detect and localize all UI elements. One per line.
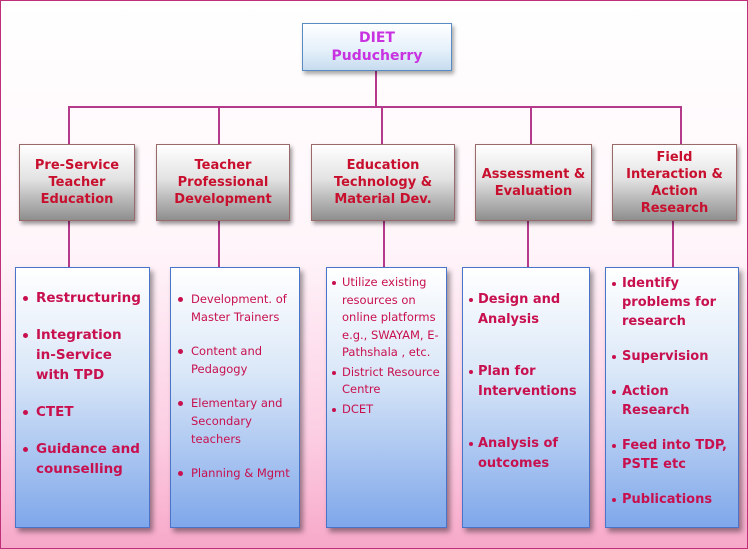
list-pre-service: Restructuring Integration in-Service wit…: [15, 267, 150, 528]
connector-root-down: [375, 70, 377, 107]
connector-list-4: [527, 221, 529, 267]
connector-branch-1: [68, 106, 70, 144]
connector-list-3: [383, 221, 385, 267]
connector-list-1: [68, 221, 70, 267]
list-item: Restructuring: [20, 288, 145, 308]
branch-title: Assessment & Evaluation: [481, 166, 586, 199]
list-item: Guidance and counselling: [20, 439, 145, 479]
branch-title: Teacher Professional Development: [174, 158, 272, 207]
list-item: Content and Pedagogy: [175, 342, 295, 378]
connector-list-2: [218, 221, 220, 267]
connector-branch-3: [381, 106, 383, 144]
list-item: Elementary and Secondary teachers: [175, 394, 295, 448]
list-item: Feed into TDP, PSTE etc: [610, 436, 734, 474]
list-item: Planning & Mgmt: [175, 464, 295, 482]
branch-title: Pre-Service Teacher Education: [34, 158, 120, 207]
list-item: Development. of Master Trainers: [175, 290, 295, 326]
list-item: Utilize existing resources on online pla…: [330, 274, 444, 362]
connector-branch-4: [530, 106, 532, 144]
root-title: DIET: [359, 30, 395, 46]
list-item: DCET: [330, 401, 444, 419]
list-field-interaction: Identify problems for research Supervisi…: [605, 267, 739, 528]
root-subtitle: Puducherry: [331, 48, 423, 64]
list-item: Design and Analysis: [467, 290, 585, 330]
branch-head-teacher-development: Teacher Professional Development: [156, 144, 290, 221]
branch-head-field-interaction: Field Interaction & Action Research: [612, 144, 737, 221]
list-assessment: Design and Analysis Plan for Interventio…: [462, 267, 590, 528]
list-item: Action Research: [610, 382, 734, 420]
branch-head-education-technology: Education Technology & Material Dev.: [311, 144, 455, 221]
list-item: Integration in-Service with TPD: [20, 325, 145, 385]
connector-list-5: [672, 221, 674, 267]
branch-head-assessment: Assessment & Evaluation: [475, 144, 592, 221]
list-item: Analysis of outcomes: [467, 434, 585, 474]
list-item: Identify problems for research: [610, 274, 734, 331]
list-teacher-development: Development. of Master Trainers Content …: [170, 267, 300, 528]
list-education-technology: Utilize existing resources on online pla…: [326, 267, 447, 528]
list-item: CTET: [20, 402, 145, 422]
branch-title: Field Interaction & Action Research: [626, 149, 723, 216]
root-node: DIET Puducherry: [302, 23, 452, 71]
connector-branch-5: [680, 106, 682, 144]
branch-title: Education Technology & Material Dev.: [333, 158, 433, 207]
list-item: District Resource Centre: [330, 364, 444, 399]
list-item: Plan for Interventions: [467, 362, 585, 402]
list-item: Publications: [610, 490, 734, 509]
connector-branch-2: [218, 106, 220, 144]
branch-head-pre-service: Pre-Service Teacher Education: [19, 144, 135, 221]
connector-horizontal: [68, 106, 682, 108]
list-item: Supervision: [610, 347, 734, 366]
